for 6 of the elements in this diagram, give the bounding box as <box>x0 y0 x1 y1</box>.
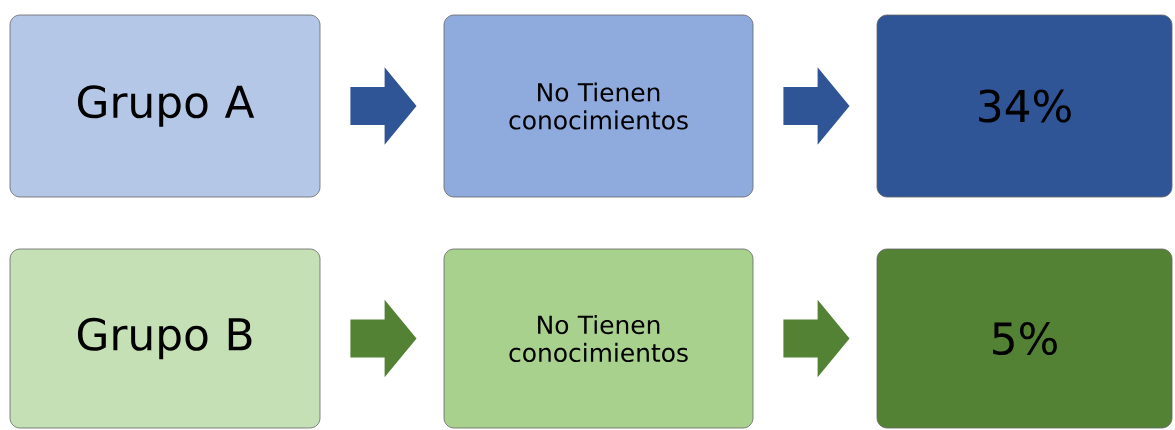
result-box: 34% <box>876 14 1173 198</box>
process-box: No Tienen conocimientos <box>443 248 754 429</box>
process-box: No Tienen conocimientos <box>443 14 754 198</box>
result-box: 5% <box>876 248 1173 429</box>
group-box: Grupo A <box>9 14 321 198</box>
group-box: Grupo B <box>9 248 321 429</box>
